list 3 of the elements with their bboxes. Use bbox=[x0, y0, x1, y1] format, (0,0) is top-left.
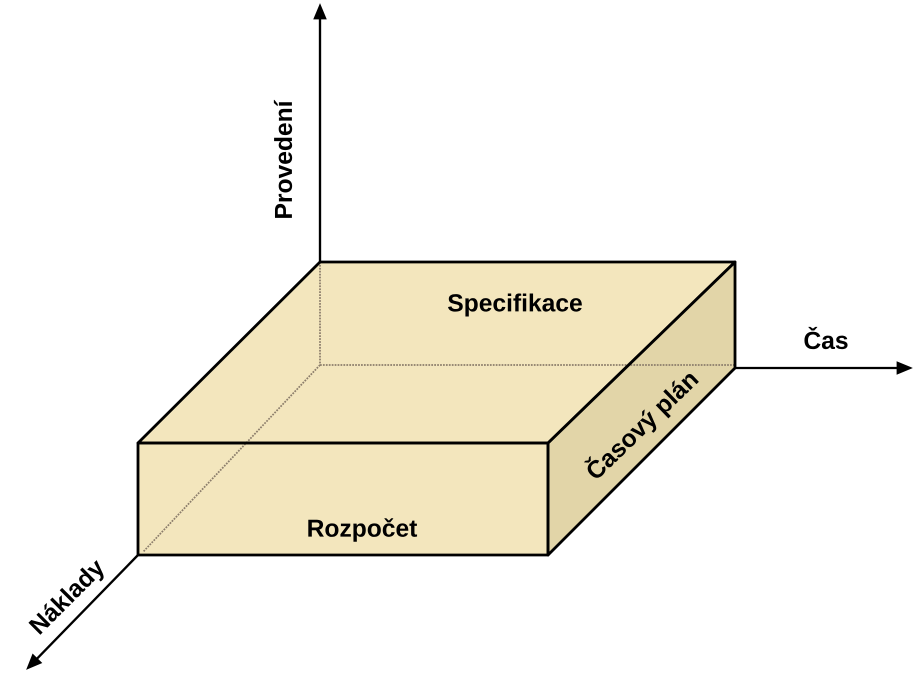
box-face: Rozpočet bbox=[136, 442, 550, 556]
axis-label: Čas bbox=[804, 326, 848, 350]
axis-label: Provedení bbox=[274, 100, 292, 218]
